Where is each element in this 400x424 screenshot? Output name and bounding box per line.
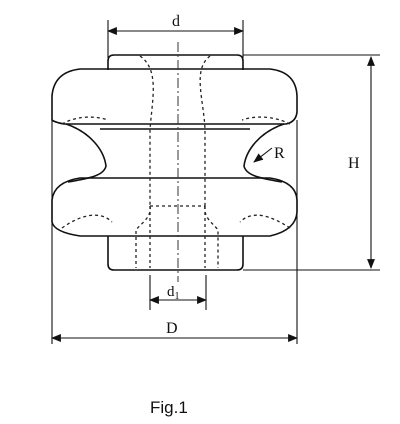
figure-caption: Fig.1 bbox=[150, 398, 188, 417]
label-R: R bbox=[274, 145, 285, 162]
insulator-body bbox=[51, 54, 298, 271]
radius-leader-R bbox=[253, 147, 273, 163]
hidden-lines bbox=[61, 55, 291, 268]
label-d1-subscript: 1 bbox=[175, 291, 180, 302]
label-d1-base: d bbox=[167, 284, 175, 300]
label-d1: d1 bbox=[167, 284, 180, 302]
label-H: H bbox=[348, 155, 360, 172]
extension-lines bbox=[51, 20, 380, 344]
label-d: d bbox=[172, 13, 180, 30]
label-D: D bbox=[166, 320, 178, 337]
